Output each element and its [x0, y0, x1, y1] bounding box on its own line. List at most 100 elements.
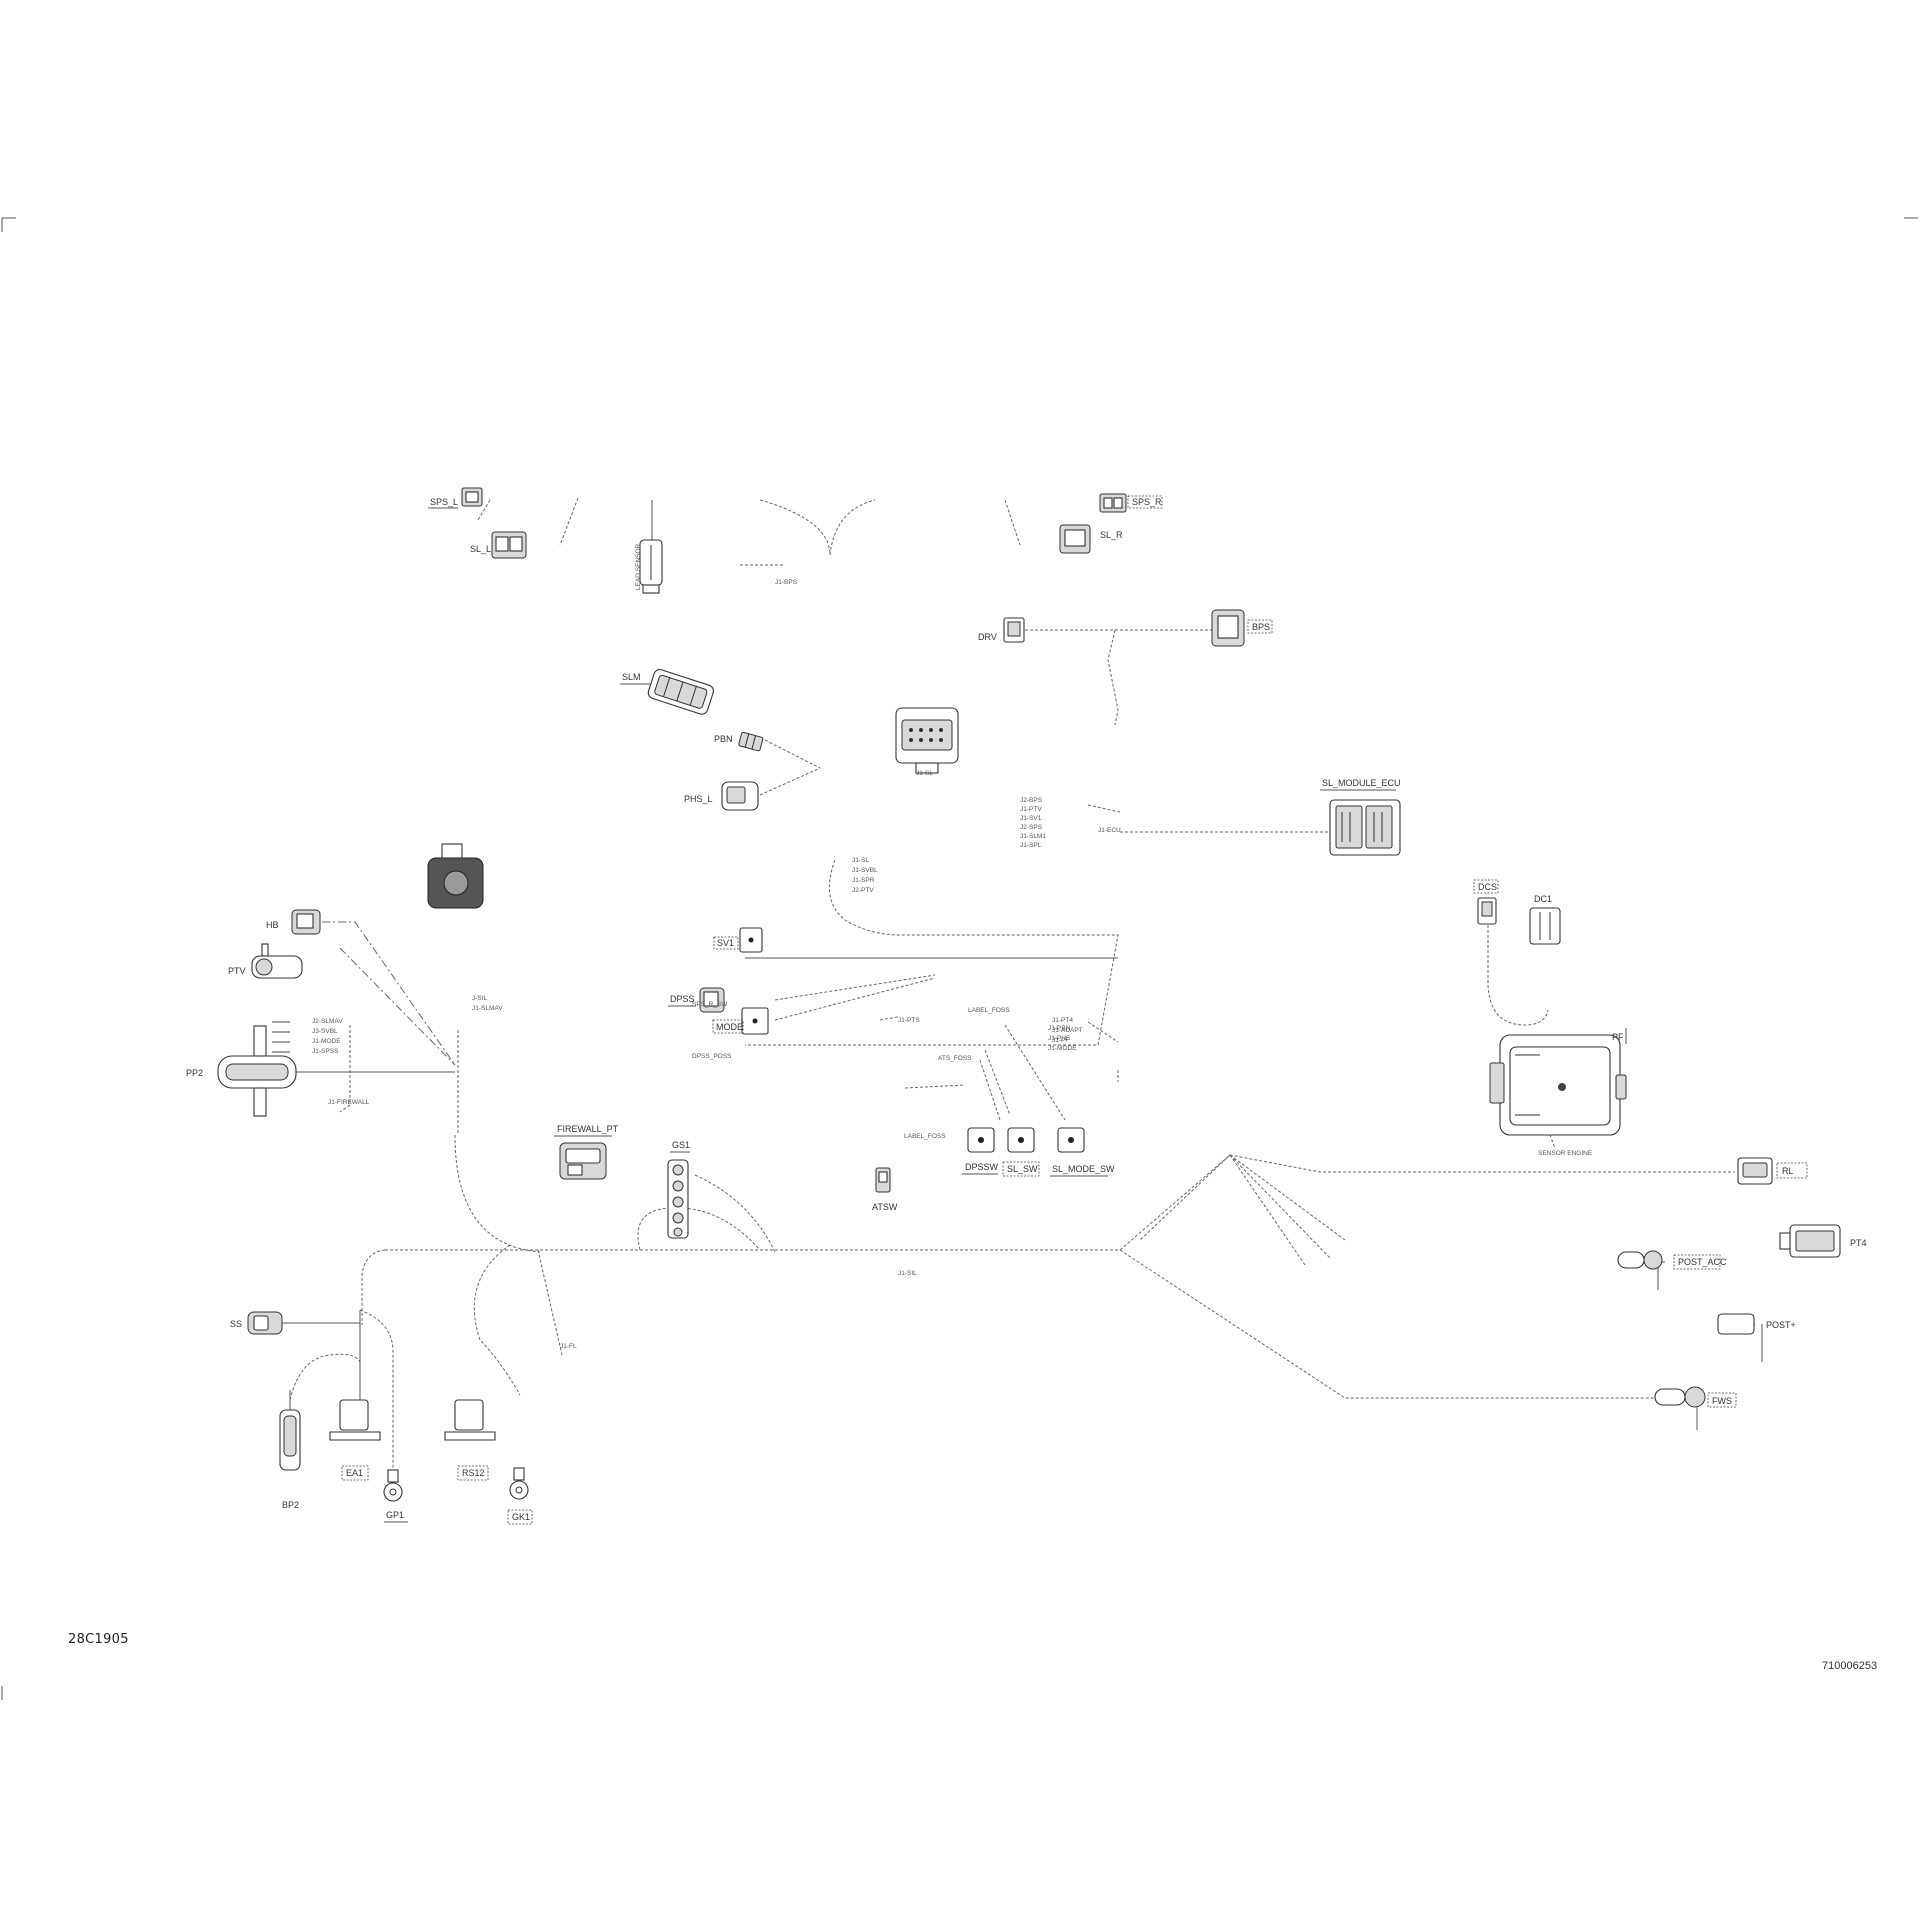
note-29: J1-PBN — [1048, 1025, 1071, 1032]
sv1-connector — [739, 927, 763, 953]
sv1-wire-b — [774, 974, 936, 1001]
ea1-part — [329, 1399, 381, 1441]
wire-bp2 — [289, 1353, 361, 1401]
note-35: J1-SL — [916, 770, 933, 777]
note-14: J1-ADAPT — [1052, 1027, 1083, 1034]
note-20: J1-SVBL — [852, 867, 878, 874]
lead-sensor-part — [639, 539, 663, 594]
post-plus-terminal — [1717, 1313, 1763, 1362]
pt4-part — [1779, 1224, 1841, 1258]
dc1-connector — [1529, 907, 1561, 945]
top-wire-4 — [829, 499, 876, 556]
gp1-ring — [383, 1469, 403, 1502]
post-acc-terminal — [1617, 1250, 1663, 1290]
note-2: J-SIL — [472, 995, 488, 1002]
part-number: 710006253 — [1822, 1660, 1878, 1672]
pf-lead — [1547, 1129, 1556, 1149]
fws-terminal — [1654, 1386, 1706, 1430]
label-post-plus: POST+ — [1766, 1320, 1796, 1330]
label-pp2: PP2 — [186, 1068, 203, 1078]
sl-l-connector — [491, 531, 527, 559]
slsw-lead — [984, 1049, 1011, 1116]
label-sl-module-ecu: SL_MODULE_ECU — [1322, 778, 1401, 788]
ecu-arrow-wire — [1087, 804, 1121, 813]
center-sweep-wire — [745, 859, 1119, 1046]
phs-l-connector — [721, 781, 759, 811]
label-bps: BPS — [1252, 622, 1270, 632]
top-wire-3 — [759, 499, 831, 556]
note-18: DPSS_POSS — [692, 1053, 732, 1060]
note-31: J1-MODE — [1048, 1045, 1077, 1052]
pp2-pins-top — [272, 1021, 290, 1053]
dpssw-switch — [967, 1127, 995, 1153]
sl-r-connector — [1059, 524, 1091, 554]
throttle-body-part — [427, 843, 484, 909]
mode-wire — [774, 977, 936, 1021]
note-7: J1-SPSS — [312, 1048, 339, 1055]
label-sv1: SV1 — [717, 938, 734, 948]
label-sl-sw: SL_SW — [1007, 1164, 1038, 1174]
note-15: J1-PF — [1052, 1037, 1069, 1044]
note-21: J1-FL — [560, 1343, 577, 1350]
slm-connector — [647, 669, 714, 715]
label-dc1: DC1 — [1534, 894, 1552, 904]
ptv-connector — [251, 943, 303, 979]
dpssw-lead — [979, 1059, 1001, 1121]
note-19: J1-SL — [852, 857, 869, 864]
phs-wire — [759, 767, 821, 796]
sps-l-connector — [461, 487, 483, 507]
label-post-acc: POST_ACC — [1678, 1257, 1727, 1267]
dcs-connector — [1477, 897, 1497, 925]
sps-r-connector — [1099, 493, 1127, 513]
wire-ptv — [339, 947, 456, 1066]
note-32: J1-SPR — [852, 877, 875, 884]
fan-branch-1 — [1229, 1154, 1346, 1241]
gk1-ring — [509, 1467, 529, 1500]
label-fws: FWS — [1712, 1396, 1732, 1406]
note-17: SPS_R_SW — [692, 1001, 728, 1008]
harness-wires — [280, 497, 1755, 1470]
drv-connector — [1003, 617, 1025, 643]
slmodesw-lead — [1004, 1024, 1066, 1121]
note-28: J1-SPL — [1020, 842, 1042, 849]
dpss-connector — [699, 987, 725, 1013]
note-12: LABEL_FOSS — [904, 1133, 946, 1140]
center-main-connector — [895, 707, 959, 774]
label-atsw: ATSW — [872, 1202, 898, 1212]
center-small-arrow — [879, 1016, 899, 1021]
label-slm: SLM — [622, 672, 641, 682]
label-sl-l: SL_L — [470, 544, 491, 554]
label-rs12: RS12 — [462, 1468, 485, 1478]
crop-marks — [1, 217, 1918, 1700]
label-hb: HB — [266, 920, 279, 930]
mid-wire-curve — [473, 1244, 521, 1396]
label-dpssw: DPSSW — [965, 1162, 999, 1172]
bps-connector — [1211, 609, 1245, 647]
bp2-part — [279, 1409, 301, 1471]
note-5: J3-SVBL — [312, 1028, 338, 1035]
label-ss: SS — [230, 1319, 242, 1329]
rs12-part — [444, 1399, 496, 1441]
wire-gp1 — [359, 1309, 394, 1470]
component-labels: SPS_L SL_L SPS_R SL_R DRV BPS SLM PBN PH… — [186, 495, 1867, 1525]
mode-connector — [741, 1007, 769, 1035]
note-24: J1-PTV — [1020, 806, 1042, 813]
note-26: J2-SPS — [1020, 824, 1043, 831]
note-6: J1-MODE — [312, 1038, 341, 1045]
mid-wire-down — [537, 1249, 563, 1356]
wire-hb — [322, 921, 456, 1066]
note-4: J2-SLMAV — [312, 1018, 343, 1025]
label-pbn: PBN — [714, 734, 733, 744]
label-firewall-pt: FIREWALL_PT — [557, 1124, 619, 1134]
top-wire-6 — [477, 499, 491, 521]
main-trunk-left-drop — [361, 1249, 386, 1325]
gs1-strip — [667, 1159, 689, 1239]
label-drv: DRV — [978, 632, 997, 642]
label-sps-r: SPS_R — [1132, 497, 1162, 507]
label-sl-mode-sw: SL_MODE_SW — [1052, 1164, 1115, 1174]
sl-module-ecu-part — [1329, 799, 1401, 856]
pf-fuse-box — [1489, 1034, 1627, 1136]
note-25: J1-SV1 — [1020, 815, 1042, 822]
wire-notes: J1-BPS J-SIL J1-SLMAV J2-SLMAV J3-SVBL J… — [312, 579, 1593, 1350]
sl-sw-switch — [1007, 1127, 1035, 1153]
